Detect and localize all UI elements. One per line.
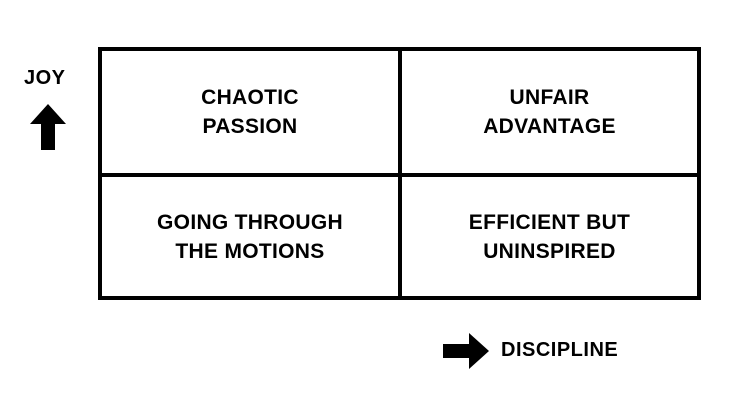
quadrant-bottom-left: GOING THROUGH THE MOTIONS bbox=[157, 210, 343, 263]
horizontal-divider bbox=[98, 173, 701, 177]
quadrant-bottom-right: EFFICIENT BUT UNINSPIRED bbox=[468, 210, 631, 263]
arrow-up-icon bbox=[30, 104, 66, 150]
quadrant-top-left: CHAOTIC PASSION bbox=[201, 86, 299, 138]
quadrant-top-right: UNFAIR ADVANTAGE bbox=[483, 86, 616, 138]
arrow-right-icon bbox=[443, 333, 489, 369]
y-axis-label: JOY bbox=[24, 67, 66, 89]
x-axis-label: DISCIPLINE bbox=[501, 339, 619, 361]
